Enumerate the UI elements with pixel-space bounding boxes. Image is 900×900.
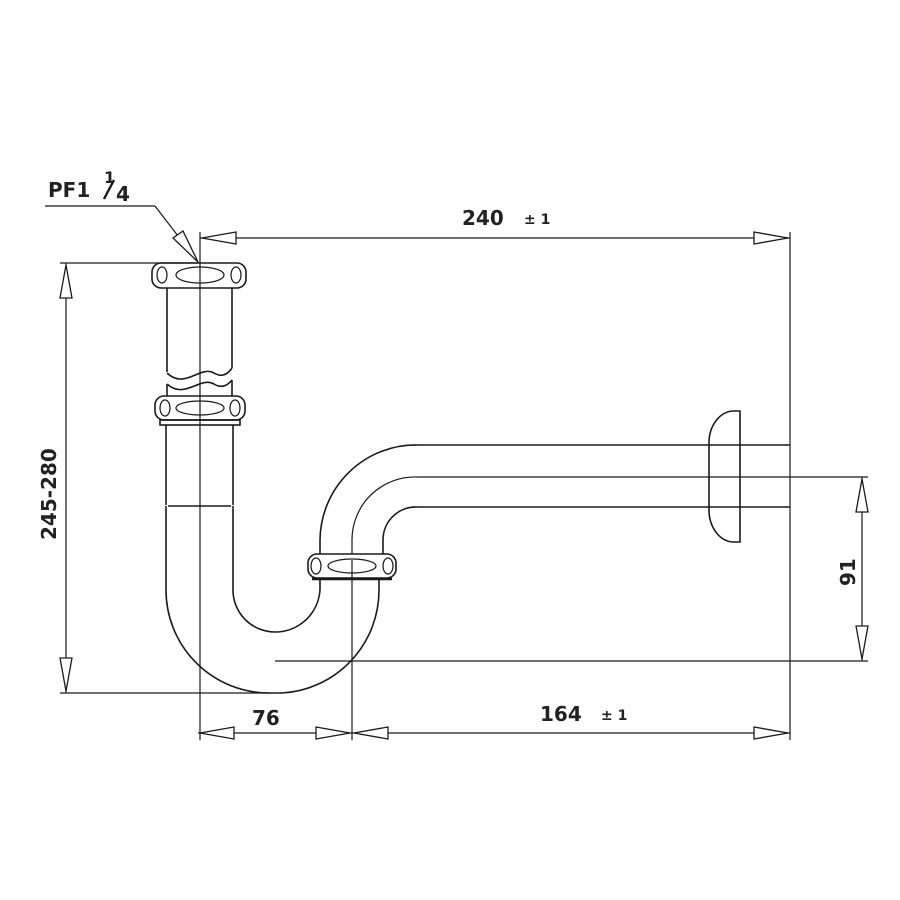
- thread-callout: PF1 1 4: [45, 168, 199, 263]
- reference-lines: [60, 232, 868, 740]
- dimension-height-range: 245-280: [37, 263, 73, 693]
- u-bend: [165, 506, 380, 694]
- thread-label-numerator: 1: [104, 168, 115, 187]
- dimension-164-tolerance: ± 1: [601, 708, 627, 724]
- outlet-arm: [319, 444, 790, 554]
- dimension-240-label: 240: [462, 206, 504, 230]
- dimension-91-label: 91: [836, 558, 860, 586]
- thread-label-main: PF1: [48, 178, 90, 202]
- dimension-outlet-drop: 91: [836, 477, 869, 661]
- dimension-240-tolerance: ± 1: [524, 212, 550, 228]
- dimension-trap-width: 76: [198, 706, 352, 740]
- dimension-164-label: 164: [540, 702, 582, 726]
- upper-tailpiece: [166, 288, 233, 396]
- top-coupling-nut: [151, 262, 247, 289]
- dimension-overall-width: 240 ± 1: [200, 206, 790, 245]
- wall-flange: [708, 410, 741, 543]
- thread-label-denominator: 4: [116, 182, 130, 206]
- dimension-76-label: 76: [252, 706, 280, 730]
- dimension-245-280-label: 245-280: [37, 448, 61, 540]
- pipe-body: [151, 262, 790, 694]
- dimension-outlet-length: 164 ± 1: [352, 702, 790, 740]
